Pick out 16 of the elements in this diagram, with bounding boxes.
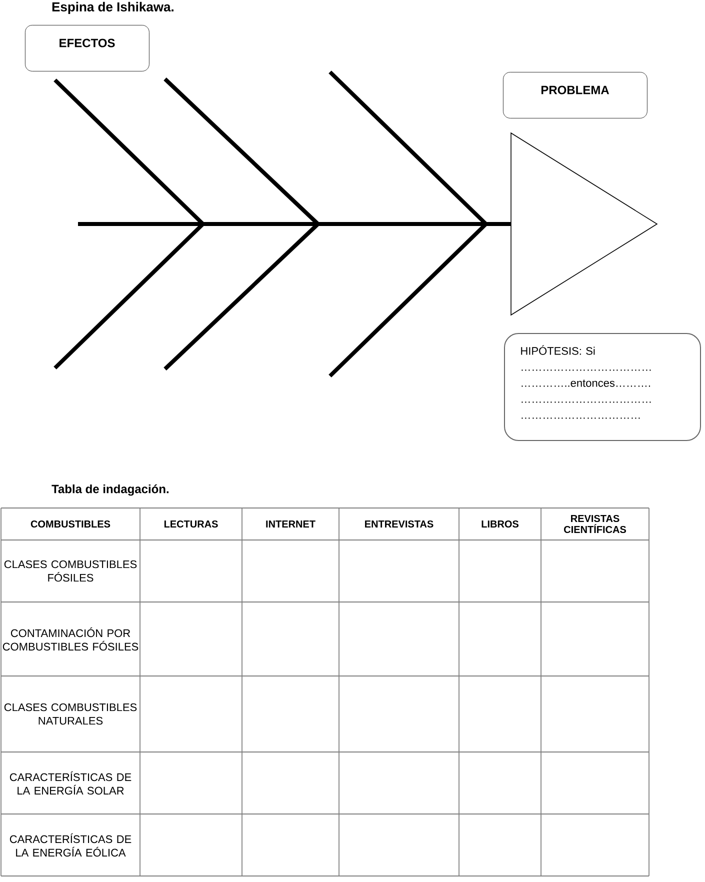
column-header: INTERNET <box>266 520 316 528</box>
row-label: CARACTERÍSTICAS DE LA ENERGÍA SOLAR <box>10 771 132 795</box>
row-label: CLASES COMBUSTIBLES NATURALES <box>4 703 137 725</box>
title: Espina de Ishikawa. <box>52 2 174 14</box>
column-header: LIBROS <box>482 520 519 528</box>
hypothesis-box: HIPÓTESIS: Si ……………………………… …………..entonces………. ……………………………… …………………………… <box>504 333 701 441</box>
heading: Tabla de indagación. <box>52 484 168 496</box>
label-box: PROBLEMA <box>503 72 648 118</box>
row-label: CLASES COMBUSTIBLES FÓSILES <box>4 560 137 582</box>
column-header: LECTURAS <box>164 520 218 528</box>
label-box: EFECTOS <box>25 25 150 72</box>
column-header: REVISTAS CIENTÍFICAS <box>564 514 626 534</box>
column-header: ENTREVISTAS <box>365 520 434 528</box>
column-header: COMBUSTIBLES <box>30 520 110 528</box>
row-label: CARACTERÍSTICAS DE LA ENERGÍA EÓLICA <box>10 833 132 857</box>
row-label: CONTAMINACIÓN POR COMBUSTIBLES FÓSILES <box>2 627 138 651</box>
